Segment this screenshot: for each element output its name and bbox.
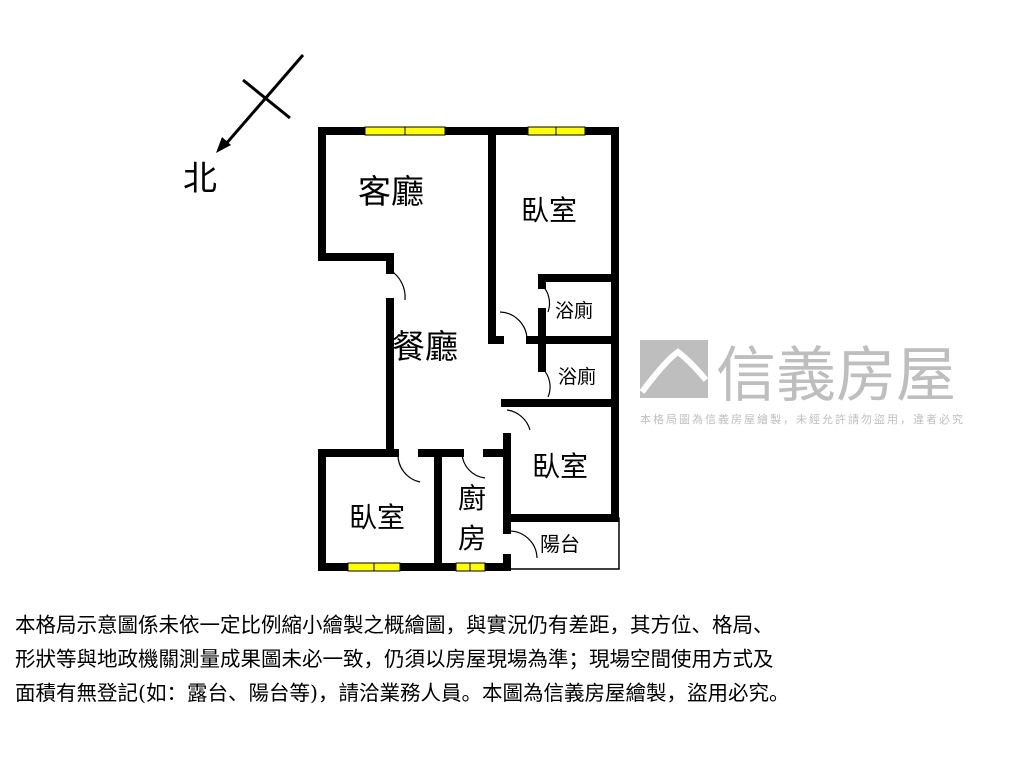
room-bathroom-1: 浴廁: [555, 299, 593, 322]
door-icon: [397, 452, 421, 483]
disclaimer: 本格局示意圖係未依一定比例縮小繪製之概繪圖，與實況仍有差距，其方位、格局、 形狀…: [15, 608, 1015, 710]
windows: [347, 126, 586, 572]
door-icon: [541, 367, 551, 398]
watermark-notice: 本格局圖為信義房屋繪製，未經允許請勿盜用，違者必究: [640, 412, 965, 426]
north-arrow-icon: [216, 54, 305, 153]
doors: [389, 269, 551, 559]
room-living: 客廳: [358, 172, 424, 211]
north-label: 北: [183, 159, 217, 199]
room-bedroom-right: 臥室: [532, 450, 588, 483]
room-kitchen-1: 廚: [458, 482, 486, 515]
disclaimer-line: 形狀等與地政機關測量成果圖未必一致，仍須以房屋現場為準；現場空間使用方式及: [15, 647, 774, 671]
balcony-rail: [507, 517, 620, 570]
room-balcony: 陽台: [540, 532, 580, 556]
room-bedroom-left: 臥室: [349, 501, 405, 534]
room-bathroom-2: 浴廁: [558, 365, 596, 388]
disclaimer-line: 面積有無登記(如：露台、陽台等)，請洽業務人員。本圖為信義房屋繪製，盜用必究。: [15, 681, 790, 705]
watermark-brand: 信義房屋: [716, 341, 956, 411]
walls: [318, 127, 619, 571]
door-icon: [461, 452, 486, 479]
door-icon: [506, 530, 538, 559]
door-icon: [541, 284, 551, 313]
watermark: 信義房屋 本格局圖為信義房屋繪製，未經允許請勿盜用，違者必究: [639, 340, 965, 426]
floor-plan: 北 信義房屋 本格局圖為信義房屋繪製，未經允許請勿盜用，違者必究: [183, 54, 965, 572]
door-icon: [389, 269, 406, 301]
door-icon: [506, 409, 531, 431]
room-kitchen-2: 房: [458, 522, 486, 555]
room-dining: 餐廳: [392, 327, 458, 366]
door-icon: [499, 311, 528, 341]
disclaimer-line: 本格局示意圖係未依一定比例縮小繪製之概繪圖，與實況仍有差距，其方位、格局、: [15, 613, 774, 637]
room-bedroom-top: 臥室: [521, 194, 577, 227]
